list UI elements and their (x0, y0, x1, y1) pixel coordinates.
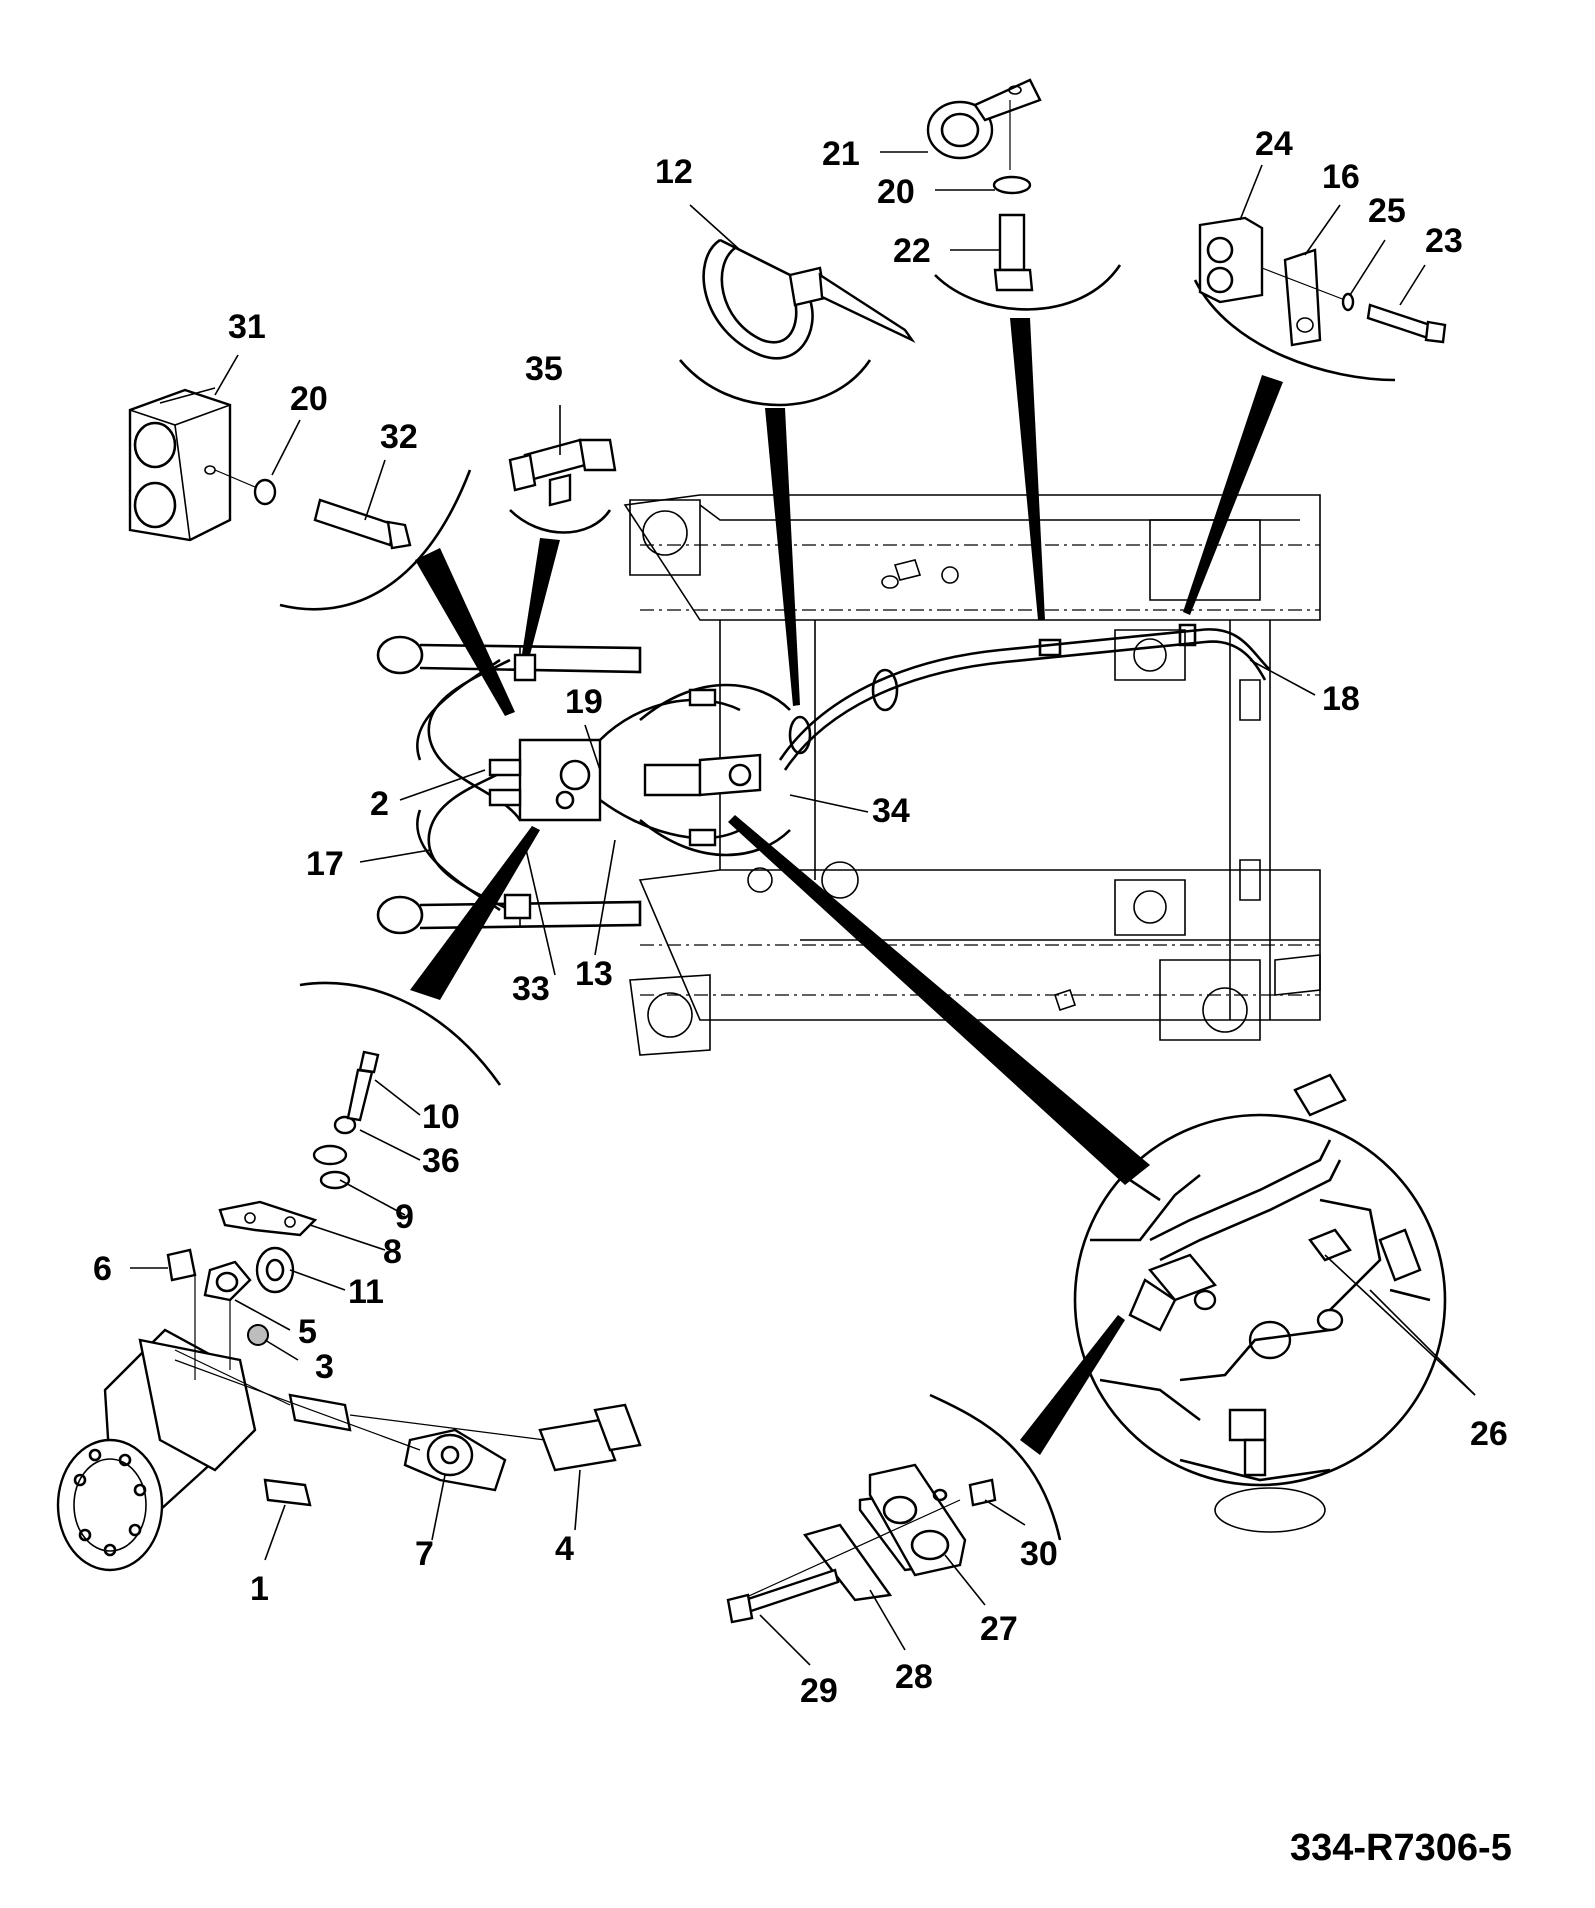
figure-reference: 334-R7306-5 (1290, 1827, 1512, 1869)
callout-31: 31 (228, 308, 266, 346)
clamp-block-detail (128, 387, 412, 550)
chassis-frame (623, 494, 1321, 1056)
callout-36: 36 (422, 1142, 460, 1180)
callout-35: 35 (525, 350, 563, 388)
callout-16: 16 (1322, 158, 1360, 196)
callout-6: 6 (93, 1250, 112, 1288)
callout-7: 7 (415, 1535, 434, 1573)
callout-20-left: 20 (290, 380, 328, 418)
callout-19: 19 (565, 683, 603, 721)
callout-26: 26 (1470, 1415, 1508, 1453)
callout-25: 25 (1368, 192, 1406, 230)
callout-29: 29 (800, 1672, 838, 1710)
orbitrol-detail (56, 1050, 642, 1572)
callout-9: 9 (395, 1198, 414, 1236)
callout-10: 10 (422, 1098, 460, 1136)
callout-5: 5 (298, 1313, 317, 1351)
twin-clamp-detail (726, 1463, 997, 1624)
callout-13: 13 (575, 955, 613, 993)
callout-24: 24 (1255, 125, 1293, 163)
callout-34: 34 (872, 792, 910, 830)
callout-12: 12 (655, 153, 693, 191)
tee-fitting-detail (508, 438, 617, 507)
callout-21: 21 (822, 135, 860, 173)
callout-labels: 31 20 32 35 12 21 20 22 24 16 25 23 18 1… (93, 125, 1508, 1710)
callout-17: 17 (306, 845, 344, 883)
callout-18: 18 (1322, 680, 1360, 718)
callout-22: 22 (893, 232, 931, 270)
leader-lines (130, 151, 1476, 1666)
callout-11: 11 (348, 1273, 384, 1311)
callout-28: 28 (895, 1658, 933, 1696)
callout-4: 4 (555, 1530, 574, 1568)
bracket-clamp-detail (1198, 216, 1447, 347)
valve-block (488, 738, 762, 822)
hose-routing-detail (1090, 1073, 1431, 1533)
callout-32: 32 (380, 418, 418, 456)
callout-30: 30 (1020, 1535, 1058, 1573)
hose-clip-detail (926, 78, 1042, 292)
callout-1: 1 (250, 1570, 269, 1608)
callout-23: 23 (1425, 222, 1463, 260)
cable-tie-detail (702, 238, 916, 360)
steering-cylinder-upper (376, 635, 642, 675)
callout-33: 33 (512, 970, 550, 1008)
callout-3: 3 (315, 1348, 334, 1386)
detail-pointers (279, 264, 1447, 1541)
tee-fittings (503, 653, 717, 920)
callout-27: 27 (980, 1610, 1018, 1648)
callout-8: 8 (383, 1233, 402, 1271)
callout-20-top: 20 (877, 173, 915, 211)
callout-2: 2 (370, 785, 389, 823)
